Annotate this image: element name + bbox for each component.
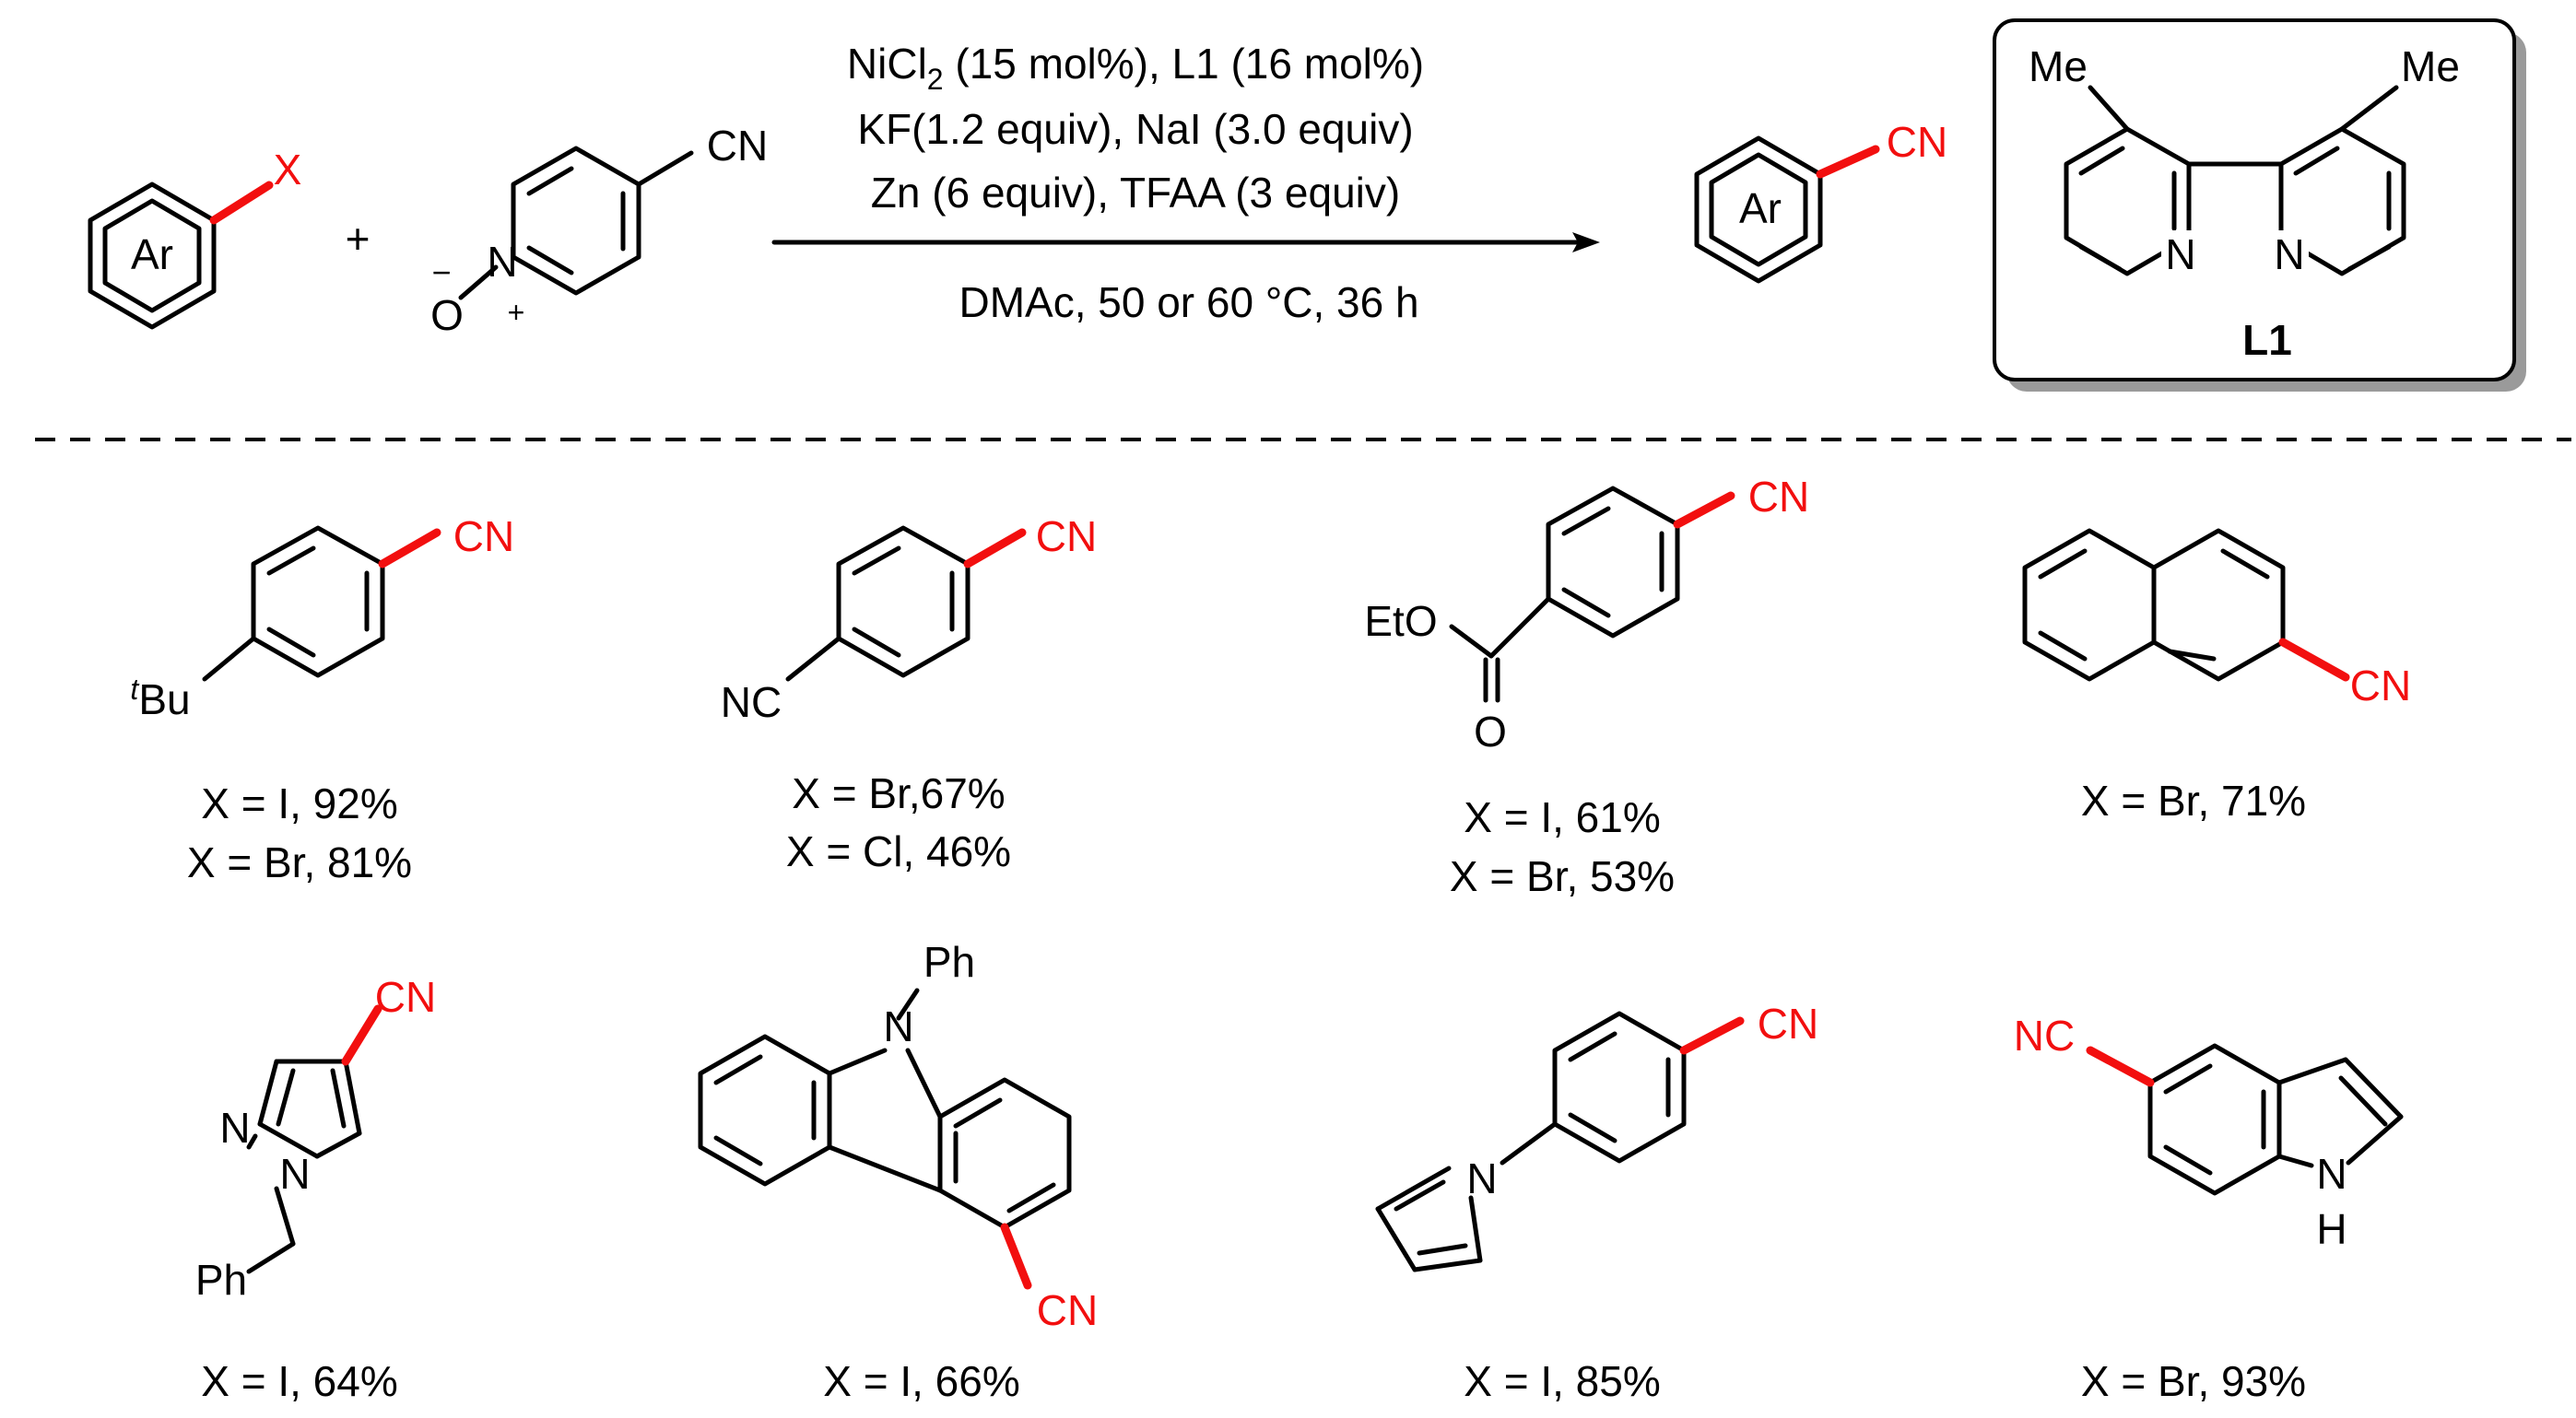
substrate-7-yield-1: X = I, 85% [1464, 1357, 1661, 1405]
aryl-ring-label: Ar [131, 230, 173, 278]
substrate-5-n1: N [279, 1150, 310, 1198]
substrate-6-n: N [883, 1002, 913, 1050]
conditions-line-2: KF(1.2 equiv), NaI (3.0 equiv) [857, 105, 1413, 153]
substrate-5-n2: N [219, 1104, 250, 1152]
n-oxide-oxygen: O [430, 291, 464, 339]
ligand-methyl-right: Me [2401, 42, 2460, 90]
substrate-4-nitrile: CN [2350, 662, 2411, 709]
substrate-8-yield-1: X = Br, 93% [2081, 1357, 2306, 1405]
conditions-line-4: DMAc, 50 or 60 °C, 36 h [959, 278, 1418, 326]
plus-charge: + [508, 296, 525, 329]
plus-sign: + [346, 215, 371, 263]
substrate-3-yield-1: X = I, 61% [1464, 793, 1661, 841]
substrate-8-nh-h: H [2316, 1205, 2347, 1253]
substrate-5-nitrile: CN [375, 973, 436, 1021]
substrate-2-yield-1: X = Br,67% [792, 769, 1005, 817]
arrow-head [1572, 232, 1600, 252]
substrate-3-nitrile: CN [1748, 473, 1809, 521]
ligand-nitrogen-right: N [2274, 230, 2304, 278]
nitrile-label: CN [707, 122, 768, 170]
substrate-pyrrolylbenzonitrile: CN N X = I, 85% [1375, 1000, 1818, 1405]
substrate-1-yield-1: X = I, 92% [201, 779, 398, 827]
substrate-3-yield-2: X = Br, 53% [1450, 852, 1675, 900]
substrate-5-yield-1: X = I, 64% [201, 1357, 398, 1405]
n-oxide-nitrogen: N [487, 238, 517, 286]
substrate-ethyl-cyanobenzoate: CN EtO O X = I, 61% X = Br, 53% [1364, 473, 1809, 900]
substrate-5-benzyl: Ph [195, 1256, 247, 1304]
substrate-6-phenyl: Ph [923, 938, 975, 986]
product-ring-label: Ar [1739, 184, 1782, 232]
conditions-line-1: NiCl2 (15 mol%), L1 (16 mol%) [847, 40, 1424, 96]
cyanopyridine-n-oxide-structure: CN N O − + [430, 122, 768, 339]
substrate-2-nitrile: CN [1036, 512, 1097, 560]
substrate-naphthonitrile: CN X = Br, 71% [2022, 528, 2411, 825]
minus-charge: − [431, 253, 451, 291]
substrate-benzylpyrazole: CN N N Ph X = I, 64% [195, 973, 436, 1405]
substrate-tbu-benzonitrile: CN tBu X = I, 92% X = Br, 81% [130, 512, 514, 886]
aryl-halide-structure: Ar X [88, 146, 302, 330]
substrate-6-nitrile: CN [1037, 1286, 1098, 1334]
ligand-box: Me Me N N L1 [1993, 18, 2526, 392]
substrate-4-yield-1: X = Br, 71% [2081, 777, 2306, 825]
substrate-7-nitrile: CN [1758, 1000, 1818, 1048]
substrate-phenylcarbazole: N Ph CN X = I, 66% [698, 938, 1098, 1405]
substrate-1-yield-2: X = Br, 81% [187, 838, 412, 886]
leaving-group-label: X [274, 146, 302, 193]
substrate-1-tbu: tBu [130, 673, 190, 723]
substrate-2-yield-2: X = Cl, 46% [786, 827, 1011, 875]
substrate-8-nitrile: NC [2014, 1012, 2075, 1060]
substrate-6-yield-1: X = I, 66% [823, 1357, 1020, 1405]
product-nitrile-label: CN [1887, 118, 1947, 166]
ligand-box-frame [1993, 18, 2516, 381]
conditions-line-3: Zn (6 equiv), TFAA (3 equiv) [871, 169, 1400, 217]
substrate-1-nitrile: CN [453, 512, 514, 560]
substrate-2-substituent: NC [721, 678, 782, 726]
substrate-3-carbonyl-o: O [1474, 708, 1507, 756]
substrate-3-ester: EtO [1364, 597, 1437, 645]
substrate-7-n: N [1466, 1154, 1497, 1202]
reaction-conditions: NiCl2 (15 mol%), L1 (16 mol%) KF(1.2 equ… [771, 40, 1600, 326]
ligand-methyl-left: Me [2029, 42, 2088, 90]
product-structure: Ar CN [1694, 118, 1947, 284]
ligand-nitrogen-left: N [2165, 230, 2195, 278]
substrate-indolecarbonitrile: NC N H X = Br, 93% [2014, 1012, 2404, 1405]
ligand-name: L1 [2242, 316, 2292, 364]
substrate-terephthalonitrile: CN NC X = Br,67% X = Cl, 46% [721, 512, 1097, 875]
substrate-8-nh-n: N [2316, 1150, 2347, 1198]
